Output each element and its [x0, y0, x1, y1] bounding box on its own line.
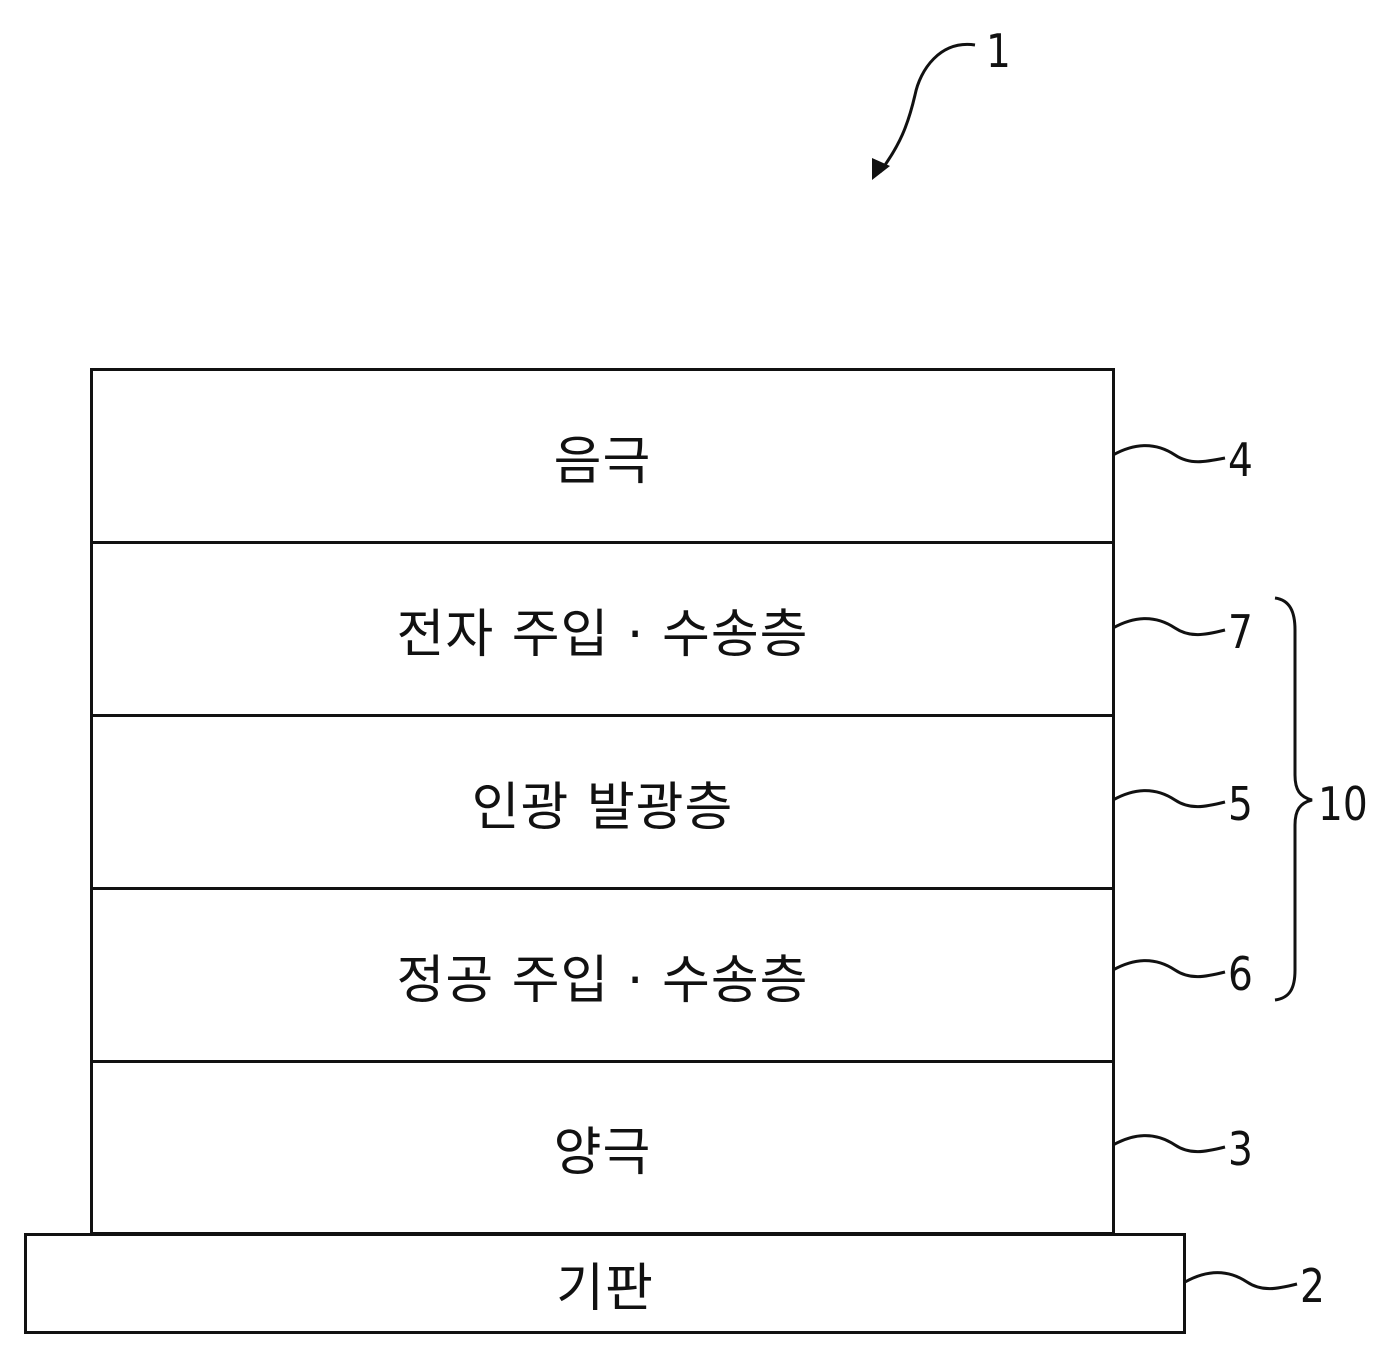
- layer-label: 양극: [554, 1110, 652, 1185]
- ref-number-electron-layer: 7: [1228, 609, 1253, 655]
- device-ref-number: 1: [986, 28, 1011, 74]
- device-pointer-arrow: [880, 44, 975, 172]
- layer-label: 전자 주입 · 수송층: [397, 592, 809, 667]
- layer-phosphorescent-emitting: 인광 발광층: [90, 714, 1115, 890]
- layer-label: 기판: [556, 1246, 654, 1321]
- ref-number-emitting-layer: 5: [1228, 781, 1253, 827]
- layer-substrate: 기판: [24, 1233, 1186, 1334]
- layer-anode: 양극: [90, 1060, 1115, 1235]
- layer-label: 정공 주입 · 수송층: [397, 938, 809, 1013]
- layer-hole-injection-transport: 정공 주입 · 수송층: [90, 887, 1115, 1063]
- leader-line-hole-layer: [1113, 961, 1225, 977]
- layer-label: 음극: [554, 419, 652, 494]
- leader-line-substrate: [1185, 1273, 1297, 1289]
- ref-number-substrate: 2: [1300, 1263, 1325, 1309]
- leader-line-emitting-layer: [1113, 791, 1225, 807]
- layer-label: 인광 발광층: [472, 765, 734, 840]
- layer-electron-injection-transport: 전자 주입 · 수송층: [90, 541, 1115, 717]
- layer-cathode: 음극: [90, 368, 1115, 544]
- ref-number-hole-layer: 6: [1228, 951, 1253, 997]
- group-brace: [1275, 598, 1312, 1000]
- ref-number-cathode: 4: [1228, 437, 1253, 483]
- leader-line-cathode: [1113, 446, 1225, 462]
- ref-number-anode: 3: [1228, 1126, 1253, 1172]
- leader-line-electron-layer: [1113, 619, 1225, 635]
- group-ref-number: 10: [1318, 781, 1368, 827]
- leader-line-anode: [1113, 1136, 1225, 1152]
